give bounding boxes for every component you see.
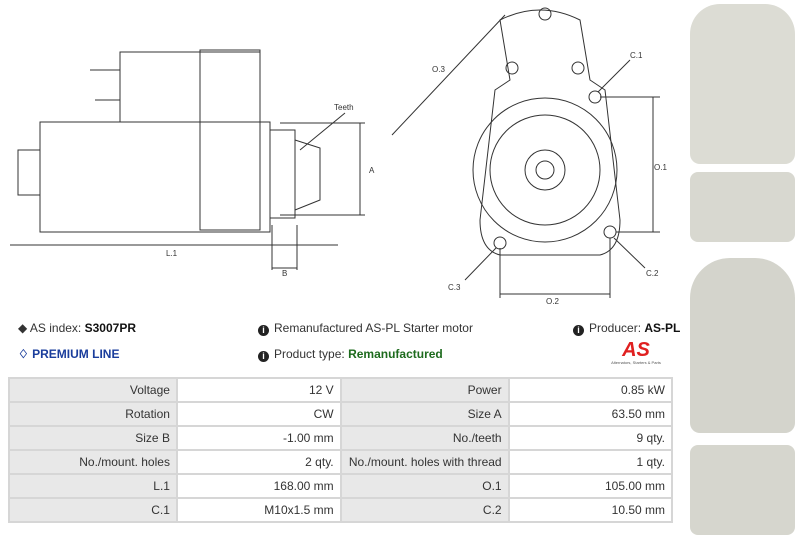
side-view-diagram: Teeth A L.1 B xyxy=(10,49,375,278)
spec-label: C.2 xyxy=(339,497,510,523)
spec-label: C.1 xyxy=(8,497,178,523)
c1-label: C.1 xyxy=(630,51,643,60)
spec-value: 1 qty. xyxy=(507,449,674,475)
o2-label: O.2 xyxy=(546,297,559,305)
info-icon: i xyxy=(258,351,269,362)
spec-label: O.1 xyxy=(339,473,510,499)
c2-label: C.2 xyxy=(646,269,659,278)
spec-value: CW xyxy=(175,401,342,427)
spec-value: 168.00 mm xyxy=(175,473,342,499)
producer-value: AS-PL xyxy=(644,321,681,335)
premium-line-badge[interactable]: ♢ PREMIUM LINE xyxy=(18,347,120,361)
b-label: B xyxy=(282,269,287,278)
product-type-value: Remanufactured xyxy=(348,347,443,361)
info-icon: i xyxy=(258,325,269,336)
spec-label: No./mount. holes xyxy=(8,449,178,475)
spec-label: No./teeth xyxy=(339,425,510,451)
spec-value: 12 V xyxy=(175,377,342,403)
spec-value: -1.00 mm xyxy=(175,425,342,451)
c3-label: C.3 xyxy=(448,283,461,292)
spec-label: Size A xyxy=(339,401,510,427)
tag-icon: ◆ xyxy=(18,321,28,335)
spec-value: 105.00 mm xyxy=(507,473,674,499)
teeth-label: Teeth xyxy=(334,103,354,112)
l1-label: L.1 xyxy=(166,249,178,258)
a-label: A xyxy=(369,166,375,175)
spec-value: 9 qty. xyxy=(507,425,674,451)
product-photo-front[interactable] xyxy=(690,4,795,164)
o3-label: O.3 xyxy=(432,65,445,74)
product-photo-rear[interactable] xyxy=(690,258,795,433)
as-index-value: S3007PR xyxy=(84,321,136,335)
spec-label: Rotation xyxy=(8,401,178,427)
spec-label: Power xyxy=(339,377,510,403)
spec-value: 2 qty. xyxy=(175,449,342,475)
spec-label: Size B xyxy=(8,425,178,451)
o1-label: O.1 xyxy=(654,163,667,172)
diamond-icon: ♢ xyxy=(18,347,29,361)
spec-value: 63.50 mm xyxy=(507,401,674,427)
spec-label: No./mount. holes with thread xyxy=(339,449,510,475)
front-view-diagram: O.3 C.1 O.1 C.3 O.2 C.2 xyxy=(391,7,667,305)
info-icon: i xyxy=(573,325,584,336)
product-photo-angle[interactable] xyxy=(690,445,795,535)
spec-value: 0.85 kW xyxy=(507,377,674,403)
spec-value: M10x1.5 mm xyxy=(175,497,342,523)
as-pl-logo: AS Alternators, Starters & Parts xyxy=(611,339,661,365)
product-photo-side[interactable] xyxy=(690,172,795,242)
spec-value: 10.50 mm xyxy=(507,497,674,523)
spec-label: Voltage xyxy=(8,377,178,403)
spec-label: L.1 xyxy=(8,473,178,499)
as-index: ◆ AS index: S3007PR xyxy=(18,321,136,335)
